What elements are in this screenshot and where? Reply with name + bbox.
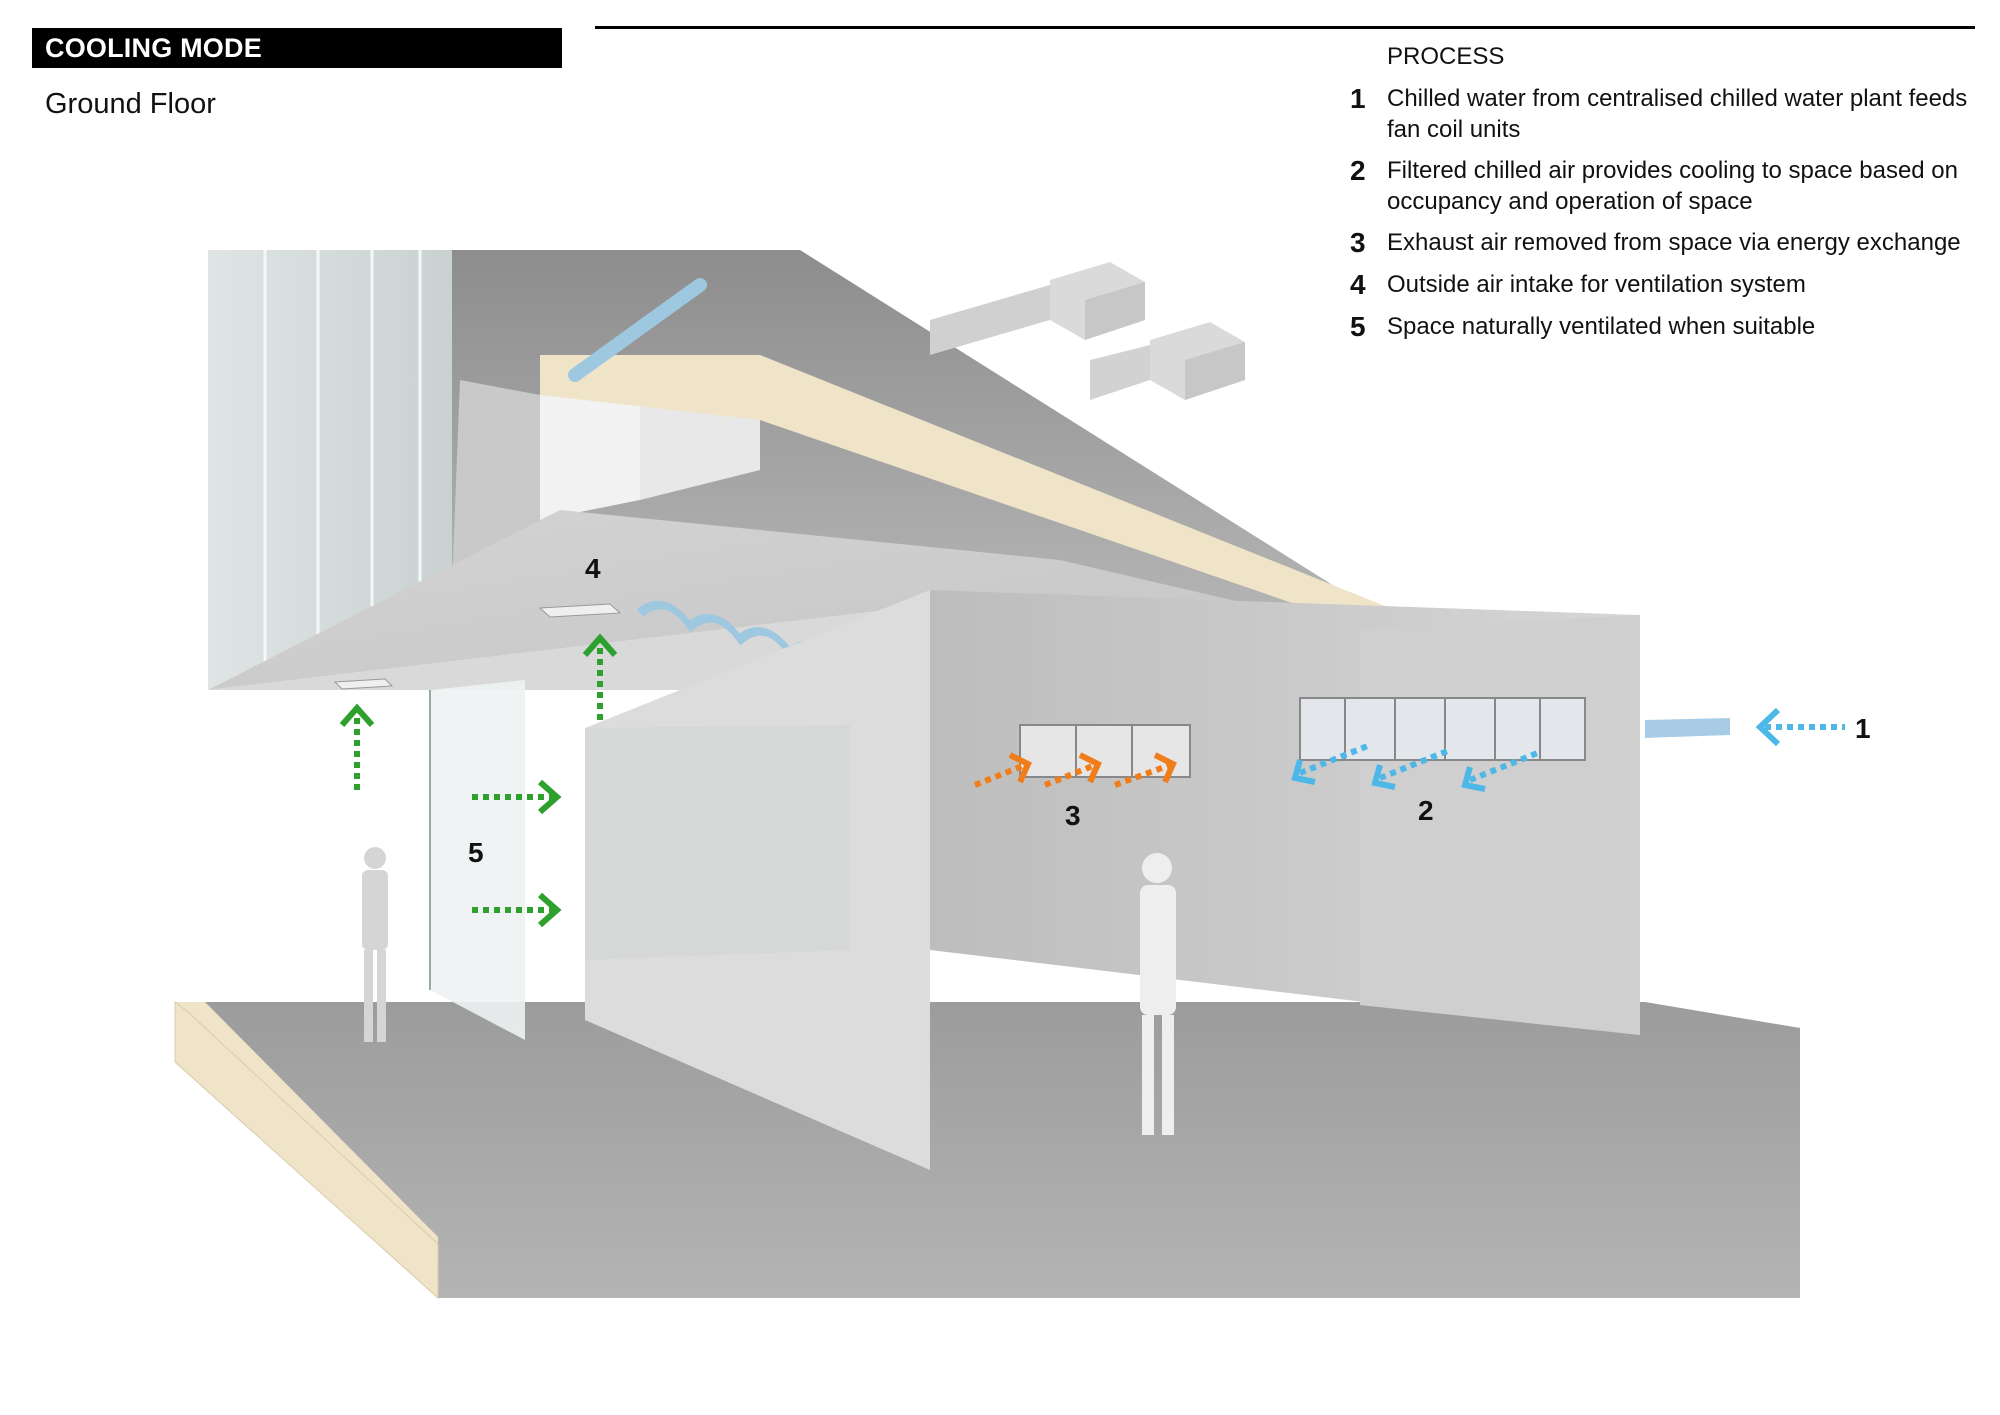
person-figure xyxy=(362,847,388,1042)
legend-num: 5 xyxy=(1350,311,1366,342)
legend-text: Exhaust air removed from space via energ… xyxy=(1387,229,1961,256)
exhaust-louvre xyxy=(1019,724,1191,778)
partition-wall xyxy=(585,590,930,1170)
callout-2: 2 xyxy=(1418,795,1434,826)
callout-1: 1 xyxy=(1855,713,1871,744)
legend-text: Chilled water from centralised chilled w… xyxy=(1387,85,1968,143)
arrow-icon xyxy=(973,752,1177,788)
legend-title: PROCESS xyxy=(1387,43,1505,70)
arrow-icon xyxy=(1291,742,1542,792)
legend-num: 2 xyxy=(1350,155,1366,186)
legend-num: 4 xyxy=(1350,269,1366,300)
person-figure xyxy=(1140,853,1176,1135)
ceiling-vents xyxy=(333,603,622,690)
upper-facade-glazing xyxy=(208,250,452,690)
callout-4: 4 xyxy=(585,553,601,584)
floor-label: Ground Floor xyxy=(45,88,216,120)
legend-text: Outside air intake for ventilation syste… xyxy=(1387,271,1806,298)
callout-5: 5 xyxy=(468,837,484,868)
back-wall xyxy=(930,590,1640,1035)
chilled-water-inlet-pipe xyxy=(1645,718,1730,738)
air-ducts xyxy=(930,262,1245,400)
floor-slab xyxy=(174,1000,1800,1300)
legend-num: 3 xyxy=(1350,227,1366,258)
legend-text: Filtered chilled air provides cooling to… xyxy=(1387,157,1958,215)
legend-text: Space naturally ventilated when suitable xyxy=(1387,313,1816,340)
glazed-opening xyxy=(429,680,525,1040)
arrow-icon xyxy=(1755,707,1845,747)
legend-num: 1 xyxy=(1350,83,1366,114)
arrow-icon xyxy=(339,633,618,928)
callout-3: 3 xyxy=(1065,800,1081,831)
mode-banner: COOLING MODE xyxy=(32,28,562,68)
header-rule xyxy=(595,26,1975,29)
supply-louvre xyxy=(1299,697,1586,761)
